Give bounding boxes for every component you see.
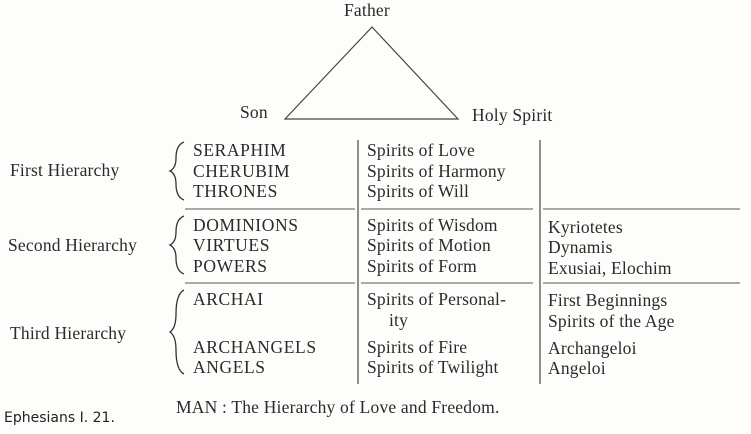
being-spirits: Spirits of Twilight: [367, 357, 499, 377]
being-name: CHERUBIM: [193, 161, 291, 181]
brace-third: [168, 289, 185, 375]
trinity-father: Father: [344, 0, 390, 20]
being-name: THRONES: [193, 181, 278, 201]
being-greek-continued: Spirits of the Age: [548, 311, 675, 331]
being-spirits: Spirits of Wisdom: [367, 215, 498, 235]
being-greek: Archangeloi: [548, 338, 637, 358]
being-name: ANGELS: [193, 357, 266, 377]
being-spirits: Spirits of Love: [367, 140, 475, 160]
being-name: POWERS: [193, 256, 268, 276]
being-name: VIRTUES: [193, 235, 271, 255]
being-spirits: Spirits of Fire: [367, 337, 468, 357]
being-name: SERAPHIM: [193, 140, 287, 160]
hierarchy-label-first: First Hierarchy: [10, 160, 120, 180]
trinity-triangle: [283, 26, 460, 120]
man-line: MAN : The Hierarchy of Love and Freedom.: [176, 397, 500, 417]
being-name: DOMINIONS: [193, 215, 299, 235]
being-greek: First Beginnings: [548, 290, 668, 310]
hierarchy-label-second: Second Hierarchy: [8, 235, 138, 255]
being-name: ARCHANGELS: [193, 337, 317, 357]
brace-first: [168, 141, 185, 201]
being-greek: Angeloi: [548, 358, 606, 378]
being-spirits: Spirits of Form: [367, 256, 477, 276]
trinity-holy-spirit: Holy Spirit: [472, 105, 553, 125]
hierarchy-label-third: Third Hierarchy: [10, 323, 127, 343]
being-greek: Dynamis: [548, 237, 613, 257]
being-spirits: Spirits of Harmony: [367, 161, 506, 181]
being-spirits: Spirits of Will: [367, 181, 470, 201]
trinity-son: Son: [240, 102, 268, 122]
being-greek: Exusiai, Elochim: [548, 258, 672, 278]
footnote: Ephesians I. 21.: [4, 410, 115, 426]
being-name: ARCHAI: [193, 289, 264, 309]
being-spirits-continued: ity: [389, 310, 409, 330]
being-spirits: Spirits of Personal-: [367, 289, 507, 309]
being-greek: Kyriotetes: [548, 217, 623, 237]
brace-second: [168, 215, 185, 275]
being-spirits: Spirits of Motion: [367, 235, 491, 255]
